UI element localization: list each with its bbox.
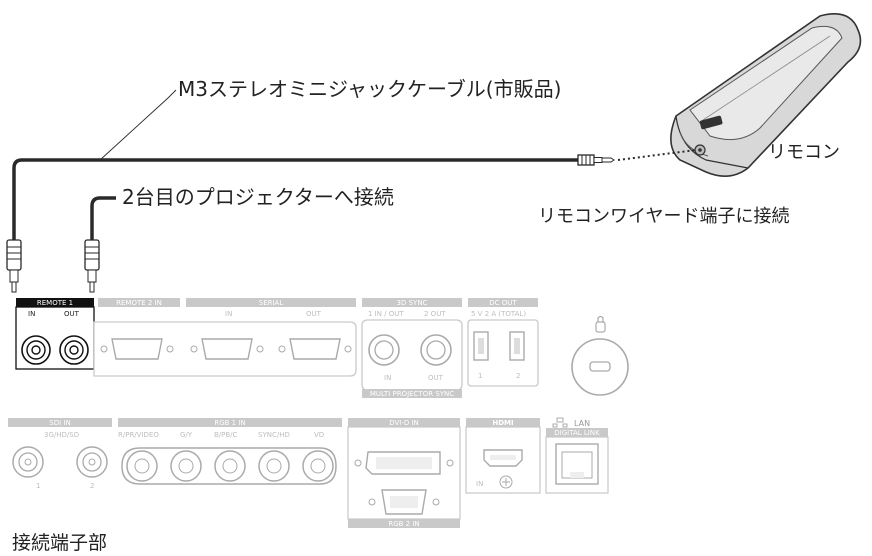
dcout-header: DC OUT bbox=[489, 299, 517, 307]
hdmi-header: HDMI bbox=[492, 419, 513, 427]
hdmi-port[interactable] bbox=[483, 449, 523, 467]
rgb1-bnc-port-2[interactable] bbox=[214, 450, 246, 482]
lan-network-icon bbox=[552, 417, 568, 428]
serial-in-dsub-port[interactable] bbox=[190, 338, 264, 360]
terminal-section-caption: 接続端子部 bbox=[12, 532, 107, 554]
remote1-in-label: IN bbox=[28, 310, 35, 318]
lan-rj45-port[interactable] bbox=[555, 443, 599, 485]
sdi-port-1[interactable] bbox=[12, 446, 44, 478]
rgb1-port-label-2: B/PB/C bbox=[214, 431, 238, 439]
rgb1-bnc-port-1[interactable] bbox=[170, 450, 202, 482]
lan-sub: DIGITAL LINK bbox=[554, 429, 600, 437]
remote-label: リモコン bbox=[768, 142, 840, 163]
hdmi-in-label: IN bbox=[476, 480, 483, 488]
rgb2-footer: RGB 2 IN bbox=[388, 520, 419, 528]
sync3d-header: 3D SYNC bbox=[397, 299, 428, 307]
remote1-out-label: OUT bbox=[64, 310, 80, 318]
sync3d-out-label: OUT bbox=[428, 374, 444, 382]
sync3d-in-label: IN bbox=[384, 374, 391, 382]
terminal-panel-top: REMOTE 1 IN OUT REMOTE 2 IN SERIAL IN OU… bbox=[15, 298, 629, 398]
rgb1-port-label-3: SYNC/HD bbox=[258, 431, 290, 439]
sdi-port2-label: 2 bbox=[90, 482, 94, 490]
sdi-port-2[interactable] bbox=[76, 446, 108, 478]
serial-out-dsub-port[interactable] bbox=[278, 338, 352, 360]
rgb1-port-label-4: VD bbox=[314, 431, 324, 439]
rgb1-port-label-0: R/PR/VIDEO bbox=[118, 431, 159, 439]
dcout-port2-label: 2 bbox=[516, 372, 520, 380]
rgb2-vga-port[interactable] bbox=[368, 489, 440, 515]
serial-header: SERIAL bbox=[259, 299, 284, 307]
rgb1-port-label-1: G/Y bbox=[180, 431, 193, 439]
remote2-dsub-port[interactable] bbox=[100, 338, 174, 360]
rgb1-bnc-port-3[interactable] bbox=[258, 450, 290, 482]
terminal-panel-bottom: SDI IN 3G/HD/SD 1 2 RGB 1 IN R/PR/VIDEO … bbox=[8, 417, 609, 528]
remote2-header: REMOTE 2 IN bbox=[116, 299, 162, 307]
sdi-sub: 3G/HD/SD bbox=[44, 431, 79, 439]
stereo-mini-jack-cable bbox=[6, 89, 697, 293]
dcout-sub: 5 V 2 A (TOTAL) bbox=[471, 310, 526, 318]
dvi-header: DVI-D IN bbox=[389, 419, 419, 427]
remote-wired-callout: リモコンワイヤード端子に接続 bbox=[538, 206, 789, 227]
cable-callout: M3ステレオミニジャックケーブル(市販品) bbox=[178, 77, 561, 101]
remote1-header-bar bbox=[16, 298, 94, 307]
dcout-port1-label: 1 bbox=[478, 372, 482, 380]
lan-header: LAN bbox=[574, 419, 590, 428]
sdi-header: SDI IN bbox=[49, 419, 70, 427]
remote1-header: REMOTE 1 bbox=[37, 299, 73, 307]
serial-in-label: IN bbox=[225, 310, 232, 318]
serial-out-label: OUT bbox=[306, 310, 322, 318]
sync3d-port1-label: 1 IN / OUT bbox=[368, 310, 404, 318]
sdi-port1-label: 1 bbox=[36, 482, 40, 490]
sync3d-footer: MULTI PROJECTOR SYNC bbox=[370, 390, 454, 398]
security-lock-icon bbox=[571, 316, 629, 396]
rgb1-bnc-port-0[interactable] bbox=[126, 450, 158, 482]
sync3d-port2-label: 2 OUT bbox=[424, 310, 446, 318]
remote-control-icon bbox=[670, 13, 862, 177]
dvi-port[interactable] bbox=[354, 451, 454, 475]
rgb1-header: RGB 1 IN bbox=[214, 419, 245, 427]
second-projector-callout: 2台目のプロジェクターへ接続 bbox=[122, 185, 394, 209]
rgb1-bnc-port-4[interactable] bbox=[302, 450, 334, 482]
